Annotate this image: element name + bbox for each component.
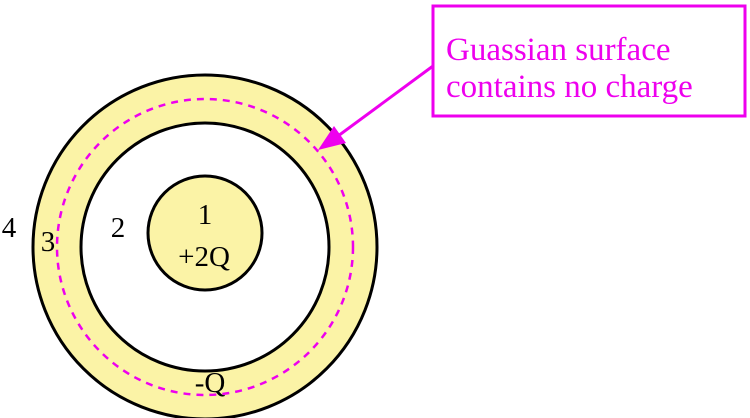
shell-charge-label: -Q — [195, 367, 226, 399]
gaussian-surface — [55, 97, 355, 397]
callout-line-2: contains no charge — [446, 69, 693, 105]
inner-sphere — [146, 174, 264, 292]
inner-sphere-charge: +2Q — [178, 241, 230, 273]
inner-sphere-label: 1 — [198, 199, 213, 231]
gap-region-label: 2 — [111, 212, 126, 244]
outside-region-label: 4 — [2, 212, 17, 244]
callout-box — [431, 4, 747, 118]
callout-arrow-head — [318, 126, 346, 150]
shell-region-label: 3 — [41, 226, 56, 258]
callout-arrow-shaft — [337, 64, 434, 138]
callout-line-1: Guassian surface — [446, 32, 671, 68]
